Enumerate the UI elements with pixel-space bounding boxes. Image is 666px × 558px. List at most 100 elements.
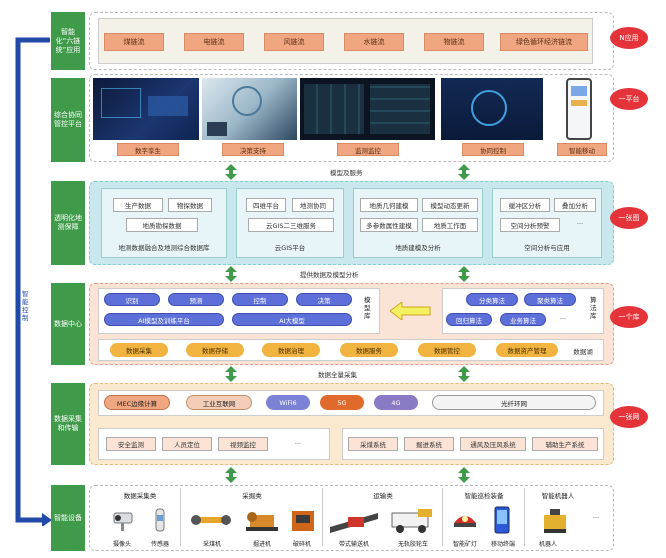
- sys-vent: 通风及压风系统: [460, 437, 526, 451]
- geo-item-spatial: 空间分析预警: [500, 218, 560, 232]
- sys-aux: 辅助生产系统: [532, 437, 598, 451]
- connector-arrow-1: [225, 164, 237, 180]
- dev-more: ···: [592, 514, 600, 522]
- mobile-terminal-icon: [494, 506, 510, 534]
- algo-regress: 回归算法: [446, 313, 492, 326]
- net-4g: 4G: [374, 395, 418, 410]
- connector-arrow-4: [458, 266, 470, 282]
- dev-crusher: 破碎机: [292, 541, 311, 548]
- geo-item-explore: 地质勘探数据: [126, 218, 198, 232]
- connector-arrow-2: [458, 164, 470, 180]
- dev-divider-1: [180, 488, 181, 546]
- net-ring: 光纤环网: [432, 395, 596, 410]
- geo-label-3: 地质建模及分析: [395, 244, 441, 252]
- ai-platform: AI模型及训练平台: [104, 313, 224, 326]
- chain-5: 物链流: [424, 33, 484, 51]
- layer-label-collect: 数据采集和传输: [51, 383, 85, 465]
- side-label: 智能控制: [22, 290, 29, 322]
- sep-model-service: 模型及服务: [330, 169, 363, 177]
- chain-4: 水链流: [344, 33, 404, 51]
- geo-item-gis23: 云GIS二三维服务: [248, 218, 334, 232]
- net-wifi6: WiFi6: [266, 395, 310, 410]
- geo-label-4: 空间分析与应用: [524, 244, 570, 252]
- screen-monitor: [300, 78, 435, 140]
- ai-recognize: 识别: [104, 293, 160, 306]
- lake-service: 数据服务: [340, 343, 398, 357]
- dev-terminal: 移动终端: [490, 541, 515, 548]
- geo-label-1: 地测数据融合及地测综合数据库: [118, 244, 210, 252]
- net-iiot: 工业互联网: [186, 395, 252, 410]
- connector-arrow-6: [458, 366, 470, 382]
- sep-data-model: 提供数据及模型分析: [300, 271, 359, 279]
- badge-platform: 一平台: [610, 88, 648, 110]
- geo-item-4d: 四维平台: [246, 198, 286, 212]
- ai-decide: 决策: [296, 293, 352, 306]
- dev-roadheader: 掘进机: [252, 541, 271, 548]
- lake-control: 数据管控: [418, 343, 476, 357]
- sep-data-collect: 数据全量采集: [318, 371, 357, 379]
- connector-arrow-3: [225, 266, 237, 282]
- dev-lamp: 智能矿灯: [452, 541, 477, 548]
- layer-label-transparent: 透明化地测保障: [51, 181, 85, 265]
- ai-control: 控制: [232, 293, 288, 306]
- chain-3: 风链流: [264, 33, 324, 51]
- mon-more: ···: [294, 440, 302, 448]
- geo-item-multi: 多参数属性建模: [360, 218, 418, 232]
- dev-divider-2: [322, 488, 323, 546]
- camera-icon: [113, 512, 133, 531]
- dev-conveyor: 带式输送机: [338, 541, 369, 548]
- geo-item-face: 地质工作面: [422, 218, 478, 232]
- dev-divider-3: [442, 488, 443, 546]
- screen-decision: [202, 78, 297, 140]
- algo-classify: 分类算法: [466, 293, 518, 306]
- dev-cat-mining: 采掘类: [242, 492, 262, 500]
- model-lib-label: 模型库: [364, 296, 371, 320]
- layer-label-platform: 综合协同管控平台: [51, 78, 85, 162]
- trackless-vehicle-icon: [391, 509, 432, 533]
- platform-label-3: 监测监控: [337, 143, 399, 156]
- layer-label-device: 智能设备: [51, 485, 85, 551]
- ai-model: AI大模型: [232, 313, 352, 326]
- roadheader-icon: [246, 512, 278, 531]
- connector-arrow-7: [225, 467, 237, 483]
- geo-label-2: 云GIS平台: [274, 244, 306, 252]
- algo-cluster: 聚类算法: [524, 293, 576, 306]
- mon-video: 视频监控: [218, 437, 268, 451]
- dev-camera: 摄像头: [112, 541, 131, 548]
- control-feedback-arrow: [15, 37, 52, 526]
- screen-digital-twin: [93, 78, 199, 140]
- layer-label-app: 智能化“六链统”应用: [51, 12, 85, 70]
- dev-divider-4: [524, 488, 525, 546]
- sys-mining: 采煤系统: [348, 437, 398, 451]
- dev-vehicle: 无轨胶轮车: [397, 541, 428, 548]
- chain-1: 煤链流: [104, 33, 164, 51]
- lake-govern: 数据治理: [262, 343, 320, 357]
- dev-cat-inspect: 智能巡检装备: [464, 492, 504, 500]
- dev-robot: 机器人: [538, 541, 557, 548]
- badge-network: 一张网: [610, 406, 648, 428]
- dev-sensor: 传感器: [150, 541, 169, 548]
- lake-label: 数据湖: [573, 348, 593, 356]
- mon-location: 人员定位: [162, 437, 212, 451]
- dev-shearer: 采煤机: [202, 541, 221, 548]
- algo-business: 业务算法: [500, 313, 546, 326]
- geo-item-production: 生产数据: [113, 198, 163, 212]
- chain-2: 电链流: [184, 33, 244, 51]
- geo-item-more: ···: [576, 220, 584, 228]
- dev-cat-robot: 智能机器人: [541, 492, 575, 500]
- algo-more: ···: [559, 315, 567, 323]
- conveyor-icon: [330, 513, 378, 533]
- screen-coop: [441, 78, 543, 140]
- chain-6: 绿色循环经济链流: [500, 33, 588, 51]
- platform-label-4: 协同控制: [462, 143, 524, 156]
- platform-layer-box: [89, 74, 614, 162]
- screen-mobile: [566, 78, 592, 140]
- crusher-icon: [292, 511, 314, 531]
- connector-arrow-8: [458, 467, 470, 483]
- sensor-icon: [155, 508, 165, 532]
- geo-item-geophys: 物探数据: [168, 198, 212, 212]
- dev-cat-sensor: 数据采集类: [123, 492, 157, 500]
- geo-item-update: 模型动态更新: [422, 198, 478, 212]
- lake-asset: 数据资产管理: [496, 343, 558, 357]
- geo-item-buffer: 缓冲区分析: [500, 198, 550, 212]
